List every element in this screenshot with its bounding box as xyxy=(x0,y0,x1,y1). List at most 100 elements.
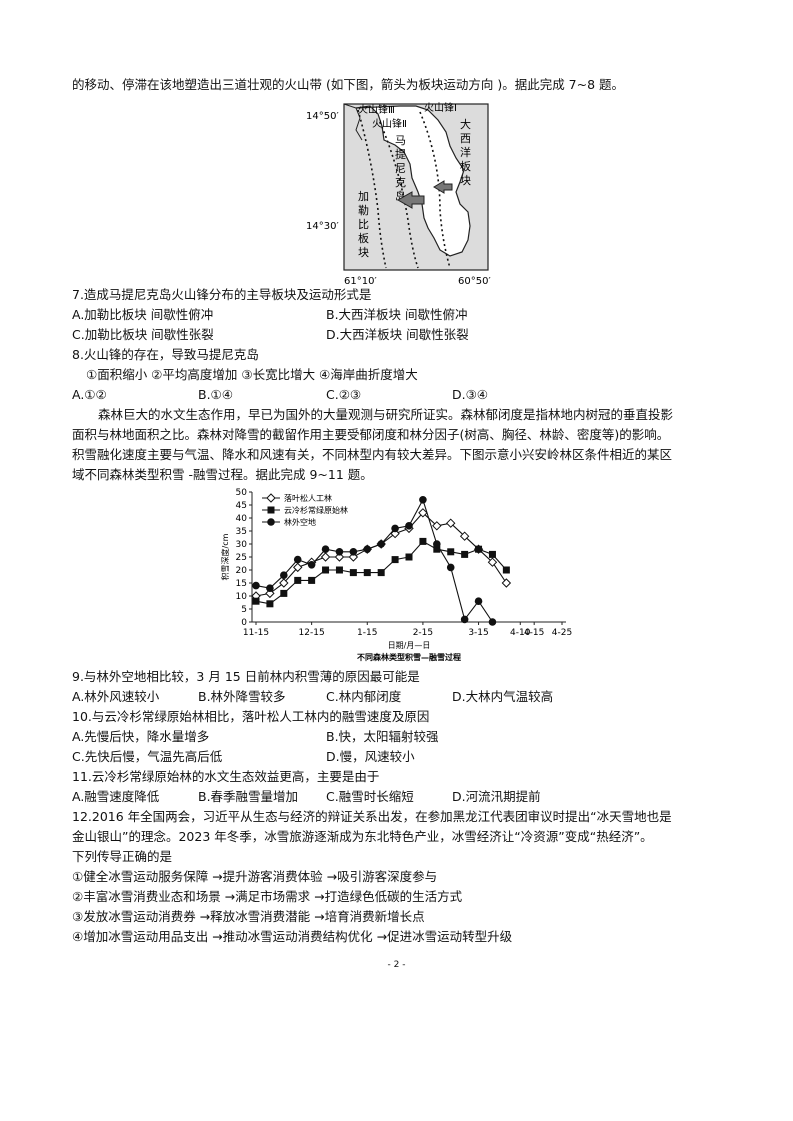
series-3-point xyxy=(335,548,344,556)
svg-text:块: 块 xyxy=(460,174,471,187)
series-3-point xyxy=(474,597,483,605)
series-3-point xyxy=(433,540,441,548)
series-1-point xyxy=(459,531,470,541)
intro-text: 的移动、停滞在该地塑造出三道壮观的火山带 (如下图，箭头为板块运动方向 )。据此… xyxy=(72,77,625,92)
q7-option-a[interactable]: A.加勒比板块 间歇性俯冲 xyxy=(72,307,214,322)
q10-option-d[interactable]: D.慢，风速较小 xyxy=(326,749,415,764)
q11-option-b[interactable]: B.春季融雪量增加 xyxy=(198,789,299,804)
y-tick-label: 15 xyxy=(236,579,247,589)
q9-option-a[interactable]: A.林外风速较小 xyxy=(72,689,160,704)
q10-option-a[interactable]: A.先慢后快，降水量增多 xyxy=(72,729,210,744)
x-tick-label: 2-15 xyxy=(413,628,433,638)
martinique-map: 14°50′ 14°30′ 火山锋Ⅲ 火山锋Ⅱ 火山锋Ⅰ 马 提 尼 克 岛 大… xyxy=(300,100,500,287)
series-1-point xyxy=(487,557,498,567)
q7-option-d[interactable]: D.大西洋板块 间歇性张裂 xyxy=(326,327,469,342)
series-1-point xyxy=(432,521,442,531)
series-2-point xyxy=(349,569,357,577)
q8-option-a[interactable]: A.①② xyxy=(72,387,107,402)
series-2-point xyxy=(502,566,510,574)
plate-arrow-large xyxy=(396,191,425,209)
q11-option-d[interactable]: D.河流汛期提前 xyxy=(452,789,541,804)
y-tick-label: 10 xyxy=(236,592,248,602)
y-tick-label: 35 xyxy=(236,527,247,537)
series-2-point xyxy=(322,566,330,574)
q9-option-d[interactable]: D.大林内气温较高 xyxy=(452,689,554,704)
passage-line-4: 域不同森林类型积雪 -融雪过程。据此完成 9~11 题。 xyxy=(72,467,373,482)
series-2-point xyxy=(294,576,302,584)
series-2-point xyxy=(488,550,496,558)
series-2-point xyxy=(308,576,316,584)
series-2-point xyxy=(461,550,469,558)
caribbean-plate-label: 加 勒 比 板 块 xyxy=(358,190,369,259)
q9-option-b[interactable]: B.林外降雪较多 xyxy=(198,689,286,704)
plate-arrow-small xyxy=(433,180,453,194)
atlantic-plate-label: 大 西 洋 板 块 xyxy=(460,117,471,187)
y-tick-label: 0 xyxy=(241,618,247,628)
svg-text:岛: 岛 xyxy=(395,189,406,203)
series-1-point xyxy=(279,578,289,588)
q12-item-2[interactable]: ②丰富冰雪消费业态和场景 →满足市场需求 →打造绿色低碳的生活方式 xyxy=(72,889,463,904)
island-shape xyxy=(355,105,471,257)
series-3-point xyxy=(252,581,260,590)
y-tick-label: 30 xyxy=(236,540,248,550)
svg-text:尼: 尼 xyxy=(395,162,406,175)
series-2-point xyxy=(266,600,274,608)
series-2-point xyxy=(252,597,260,605)
svg-text:加: 加 xyxy=(358,190,369,203)
q7-option-c[interactable]: C.加勒比板块 间歇性张裂 xyxy=(72,327,214,342)
series-2-point xyxy=(405,553,413,561)
passage-line-3: 积雪融化速度主要与气温、降水和风速有关，不同林型内有较大差异。下图示意小兴安岭林… xyxy=(72,447,673,462)
series-2-point xyxy=(433,545,441,553)
series-3-point xyxy=(363,545,372,553)
series-2-point xyxy=(335,566,343,574)
q11-option-a[interactable]: A.融雪速度降低 xyxy=(72,789,160,804)
svg-text:比: 比 xyxy=(358,218,369,231)
ridge-1-line xyxy=(419,111,451,269)
q9-option-c[interactable]: C.林内郁闭度 xyxy=(326,689,402,704)
coast-fragment xyxy=(343,103,363,141)
q12-item-3[interactable]: ③发放冰雪运动消费券 →释放冰雪消费潜能 →培育消费新增长点 xyxy=(72,909,425,924)
series-3-point xyxy=(280,571,288,579)
q12-item-1[interactable]: ①健全冰雪运动服务保障 →提升游客消费体验 →吸引游客深度参与 xyxy=(72,869,438,884)
legend-marker-1 xyxy=(266,493,276,503)
series-2-point xyxy=(391,556,399,564)
series-3-point xyxy=(321,545,330,553)
series-3-point xyxy=(377,540,385,548)
svg-text:勒: 勒 xyxy=(358,204,369,217)
q8-option-b[interactable]: B.①④ xyxy=(198,387,233,402)
x-tick-label: 4-15 xyxy=(524,628,544,638)
page-number: - 2 - xyxy=(387,960,406,970)
series-2-point xyxy=(363,569,371,577)
q12-stem-1: 12.2016 年全国两会，习近平从生态与经济的辩证关系出发，在参加黑龙江代表团… xyxy=(72,809,672,824)
q10-option-c[interactable]: C.先快后慢，气温先高后低 xyxy=(72,749,223,764)
svg-text:大: 大 xyxy=(460,117,471,131)
q7-option-b[interactable]: B.大西洋板块 间歇性俯冲 xyxy=(326,307,468,322)
q8-stem: 8.火山锋的存在，导致马提尼克岛 xyxy=(72,347,259,362)
series-3-point xyxy=(391,524,399,533)
y-tick-label: 45 xyxy=(236,501,247,511)
lon-left-label: 61°10′ xyxy=(344,276,377,286)
svg-text:板: 板 xyxy=(460,159,471,173)
series-2-point xyxy=(419,537,427,545)
series-3-point xyxy=(488,618,497,626)
q8-option-c[interactable]: C.②③ xyxy=(326,387,362,402)
q12-stem-2: 金山银山”的理念。2023 年冬季，冰雪旅游逐渐成为东北特色产业，冰雪经济让“冷… xyxy=(72,829,653,844)
ridge-2-label: 火山锋Ⅱ xyxy=(372,117,407,130)
series-1-point xyxy=(446,518,456,528)
q12-item-4[interactable]: ④增加冰雪运动用品支出 →推动冰雪运动消费结构优化 →促进冰雪运动转型升级 xyxy=(72,929,513,944)
q8-option-d[interactable]: D.③④ xyxy=(452,387,489,402)
y-tick-label: 20 xyxy=(236,566,248,576)
series-1-point xyxy=(418,508,428,518)
y-tick-label: 5 xyxy=(241,605,247,615)
q10-option-b[interactable]: B.快，太阳辐射较强 xyxy=(326,729,439,744)
ridge-3-label: 火山锋Ⅲ xyxy=(358,103,395,116)
svg-text:克: 克 xyxy=(395,176,406,189)
series-3-point xyxy=(419,496,427,504)
passage-line-1: 森林巨大的水文生态作用，早已为国外的大量观测与研究所证实。森林郁闭度是指林地内树… xyxy=(98,407,674,422)
series-1-point xyxy=(293,562,303,573)
x-tick-label: 3-15 xyxy=(468,628,488,638)
q11-option-c[interactable]: C.融雪时长缩短 xyxy=(326,789,414,804)
x-tick-label: 11-15 xyxy=(243,628,269,638)
